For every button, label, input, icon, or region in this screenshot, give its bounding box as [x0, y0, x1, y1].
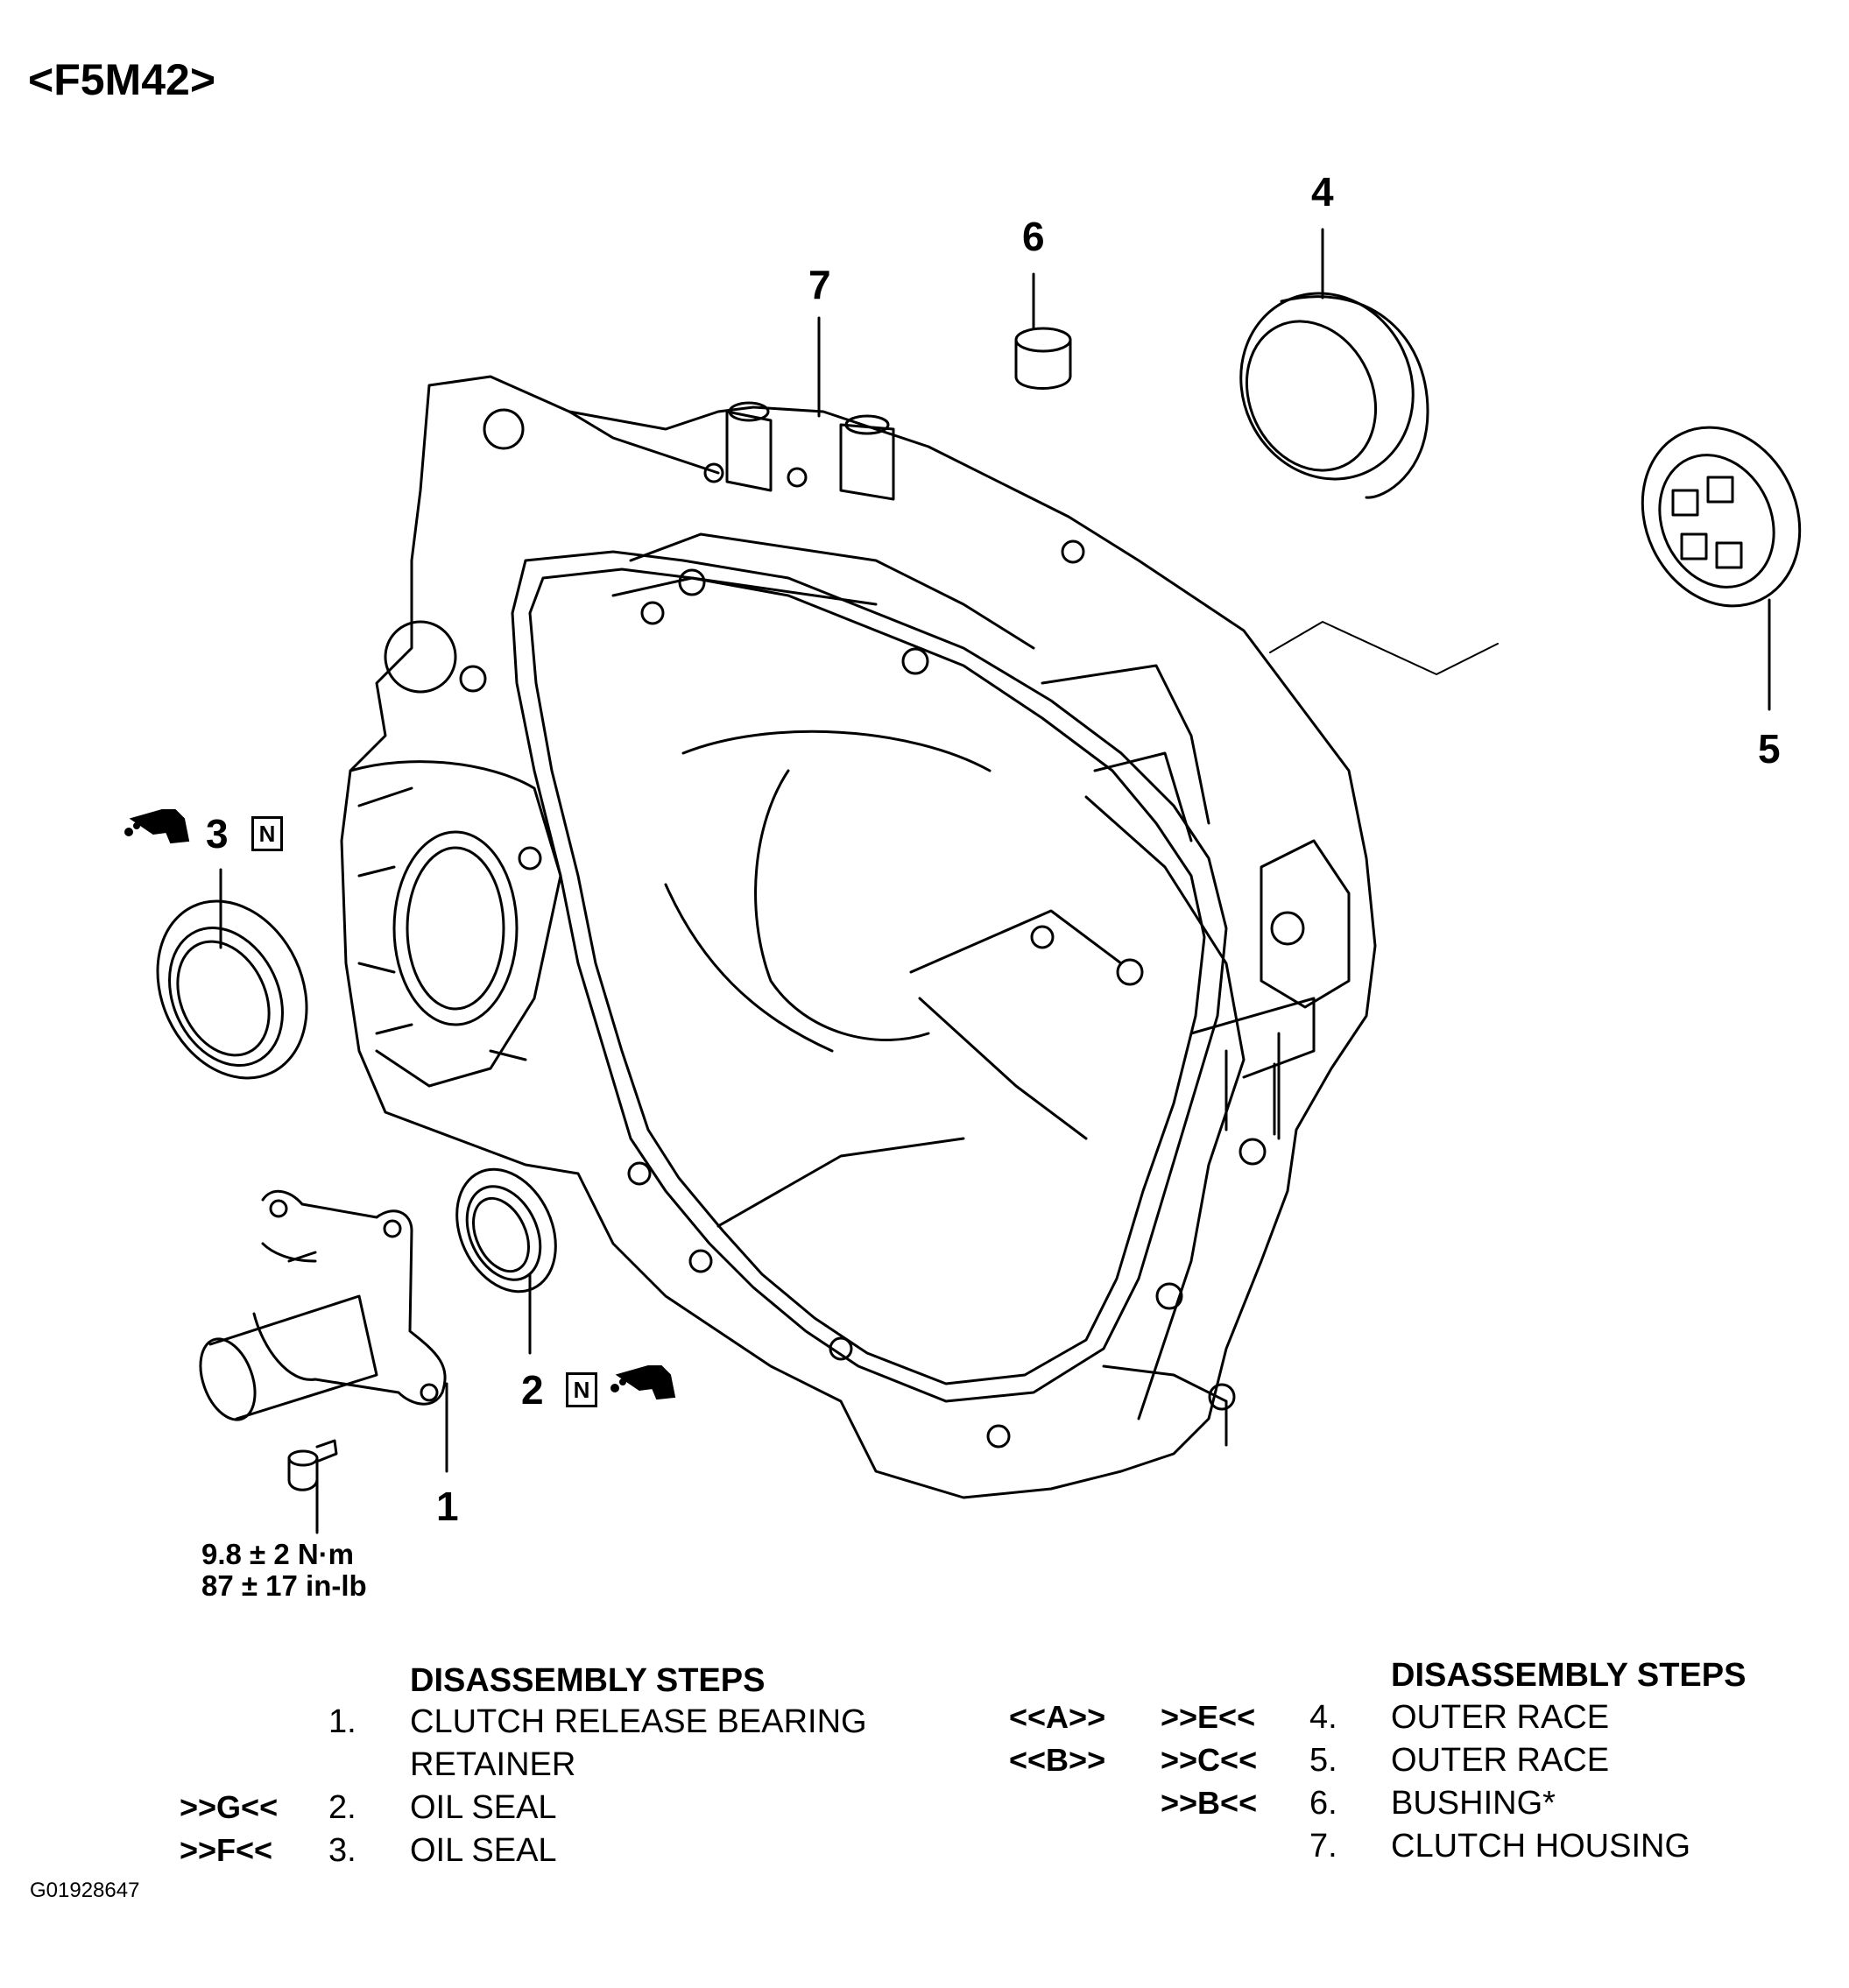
callout-4: 4: [1311, 169, 1334, 215]
release-bearing-retainer-part-1: [199, 1190, 448, 1473]
sealant-icon: [124, 809, 190, 844]
step-name: OIL SEAL: [410, 1789, 557, 1826]
step-number: 3.: [328, 1832, 356, 1869]
right-table-header: DISASSEMBLY STEPS: [1391, 1657, 1747, 1694]
step-reference: <<B>>: [1009, 1742, 1106, 1778]
step-number: 1.: [328, 1703, 356, 1740]
step-number: 6.: [1309, 1785, 1337, 1822]
figure-id: G01928647: [30, 1879, 140, 1902]
bolt: [287, 1439, 338, 1534]
step-reference: >>F<<: [180, 1832, 273, 1868]
step-reference: >>B<<: [1161, 1785, 1258, 1821]
step-name: OUTER RACE: [1391, 1742, 1610, 1779]
sealant-icon: [610, 1365, 676, 1400]
step-number: 5.: [1309, 1742, 1337, 1779]
n-code-badge: N: [566, 1372, 597, 1407]
diagram-title: <F5M42>: [28, 55, 216, 104]
step-reference: >>G<<: [180, 1789, 279, 1825]
callout-7: 7: [808, 262, 831, 307]
step-number: 7.: [1309, 1828, 1337, 1865]
step-name: OIL SEAL: [410, 1832, 557, 1869]
left-table-header: DISASSEMBLY STEPS: [410, 1662, 766, 1699]
step-name: CLUTCH HOUSING: [1391, 1828, 1691, 1865]
torque-metric: 9.8 ± 2 N·m: [201, 1538, 355, 1570]
step-reference: >>C<<: [1161, 1742, 1258, 1778]
bushing-part-6: [1014, 272, 1072, 390]
callout-1: 1: [436, 1484, 459, 1529]
step-reference: <<A>>: [1009, 1699, 1106, 1735]
step-number: 4.: [1309, 1699, 1337, 1736]
step-name: BUSHING*: [1391, 1785, 1556, 1822]
n-code-badge: N: [251, 816, 283, 851]
step-reference: >>E<<: [1161, 1699, 1256, 1735]
callout-6: 6: [1022, 214, 1045, 259]
callout-5: 5: [1758, 726, 1781, 772]
oil-seal-part-2: [455, 1167, 557, 1355]
oil-seal-part-3: [156, 868, 308, 1080]
outer-race-part-4: [1239, 228, 1429, 499]
step-name: RETAINER: [410, 1746, 576, 1783]
step-number: 2.: [328, 1789, 356, 1826]
torque-spec: 9.8 ± 2 N·m 87 ± 17 in-lb: [201, 1539, 367, 1602]
step-name: OUTER RACE: [1391, 1699, 1610, 1736]
clutch-housing: [340, 375, 1377, 1499]
callout-2: 2: [521, 1367, 544, 1413]
torque-imperial: 87 ± 17 in-lb: [201, 1569, 367, 1602]
step-name: CLUTCH RELEASE BEARING: [410, 1703, 867, 1740]
callout-3: 3: [206, 811, 229, 857]
outer-race-part-5: [1641, 426, 1802, 711]
